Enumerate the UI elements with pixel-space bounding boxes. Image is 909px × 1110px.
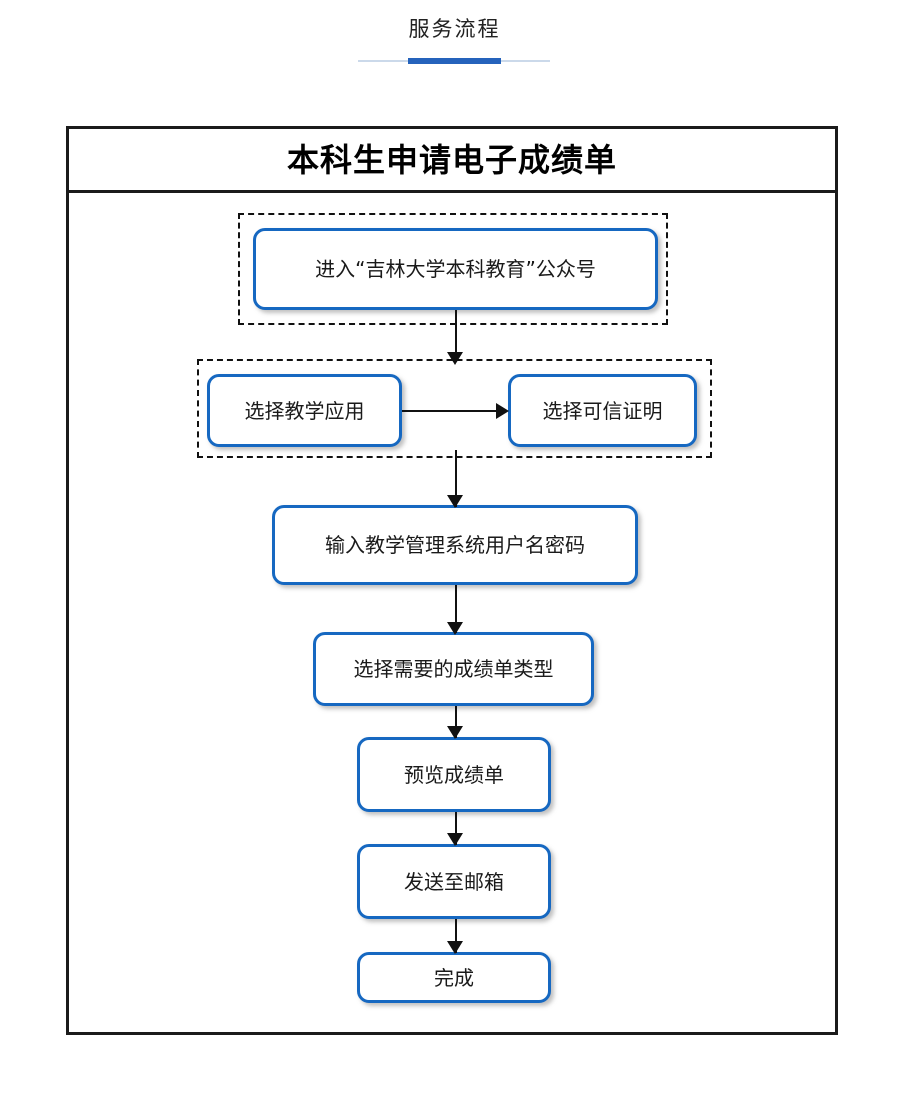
edge-transcript-type-to-preview-arrow-icon: [447, 726, 463, 739]
header-divider-accent: [408, 58, 501, 64]
edge-credentials-to-transcript-type-line: [455, 585, 457, 633]
flow-node-label: 完成: [434, 965, 474, 990]
flow-node-label: 预览成绩单: [404, 762, 504, 787]
flow-node-input-credentials[interactable]: 输入教学管理系统用户名密码: [272, 505, 638, 585]
flow-node-select-teaching-app[interactable]: 选择教学应用: [207, 374, 402, 447]
page-header: 服务流程: [0, 0, 909, 72]
flow-node-label: 选择需要的成绩单类型: [353, 657, 554, 681]
edge-transcript-type-to-preview-line: [455, 706, 457, 738]
edge-select-to-credentials-line: [455, 450, 457, 507]
edge-select-to-credentials-arrow-icon: [447, 495, 463, 508]
edge-enter-to-select-arrow-icon: [447, 352, 463, 365]
flow-node-label: 进入“吉林大学本科教育”公众号: [315, 257, 596, 281]
flow-node-select-transcript-type[interactable]: 选择需要的成绩单类型: [313, 632, 594, 706]
dashed-group-enter: [238, 213, 668, 325]
flow-node-label: 选择可信证明: [542, 398, 663, 423]
flow-node-send-to-email[interactable]: 发送至邮箱: [357, 844, 551, 919]
page-title: 服务流程: [408, 17, 501, 41]
flow-node-finish[interactable]: 完成: [357, 952, 551, 1003]
edge-email-to-finish-arrow-icon: [447, 941, 463, 954]
flow-node-label: 选择教学应用: [244, 398, 365, 423]
edge-credentials-to-transcript-type-arrow-icon: [447, 622, 463, 635]
edge-teaching-app-to-trusted-proof-arrow-icon: [496, 403, 509, 419]
flow-node-preview-transcript[interactable]: 预览成绩单: [357, 737, 551, 812]
flow-node-label: 输入教学管理系统用户名密码: [325, 533, 585, 557]
edge-enter-to-select-line: [455, 310, 457, 360]
flow-node-select-trusted-proof[interactable]: 选择可信证明: [508, 374, 697, 447]
flow-node-label: 发送至邮箱: [404, 869, 504, 894]
flowchart-title: 本科生申请电子成绩单: [286, 140, 617, 179]
edge-email-to-finish-line: [455, 919, 457, 953]
flow-node-enter-official-account[interactable]: 进入“吉林大学本科教育”公众号: [253, 228, 658, 310]
edge-teaching-app-to-trusted-proof-line: [402, 410, 502, 412]
edge-preview-to-email-line: [455, 812, 457, 845]
flowchart-title-bar: 本科生申请电子成绩单: [69, 129, 835, 193]
edge-preview-to-email-arrow-icon: [447, 833, 463, 846]
